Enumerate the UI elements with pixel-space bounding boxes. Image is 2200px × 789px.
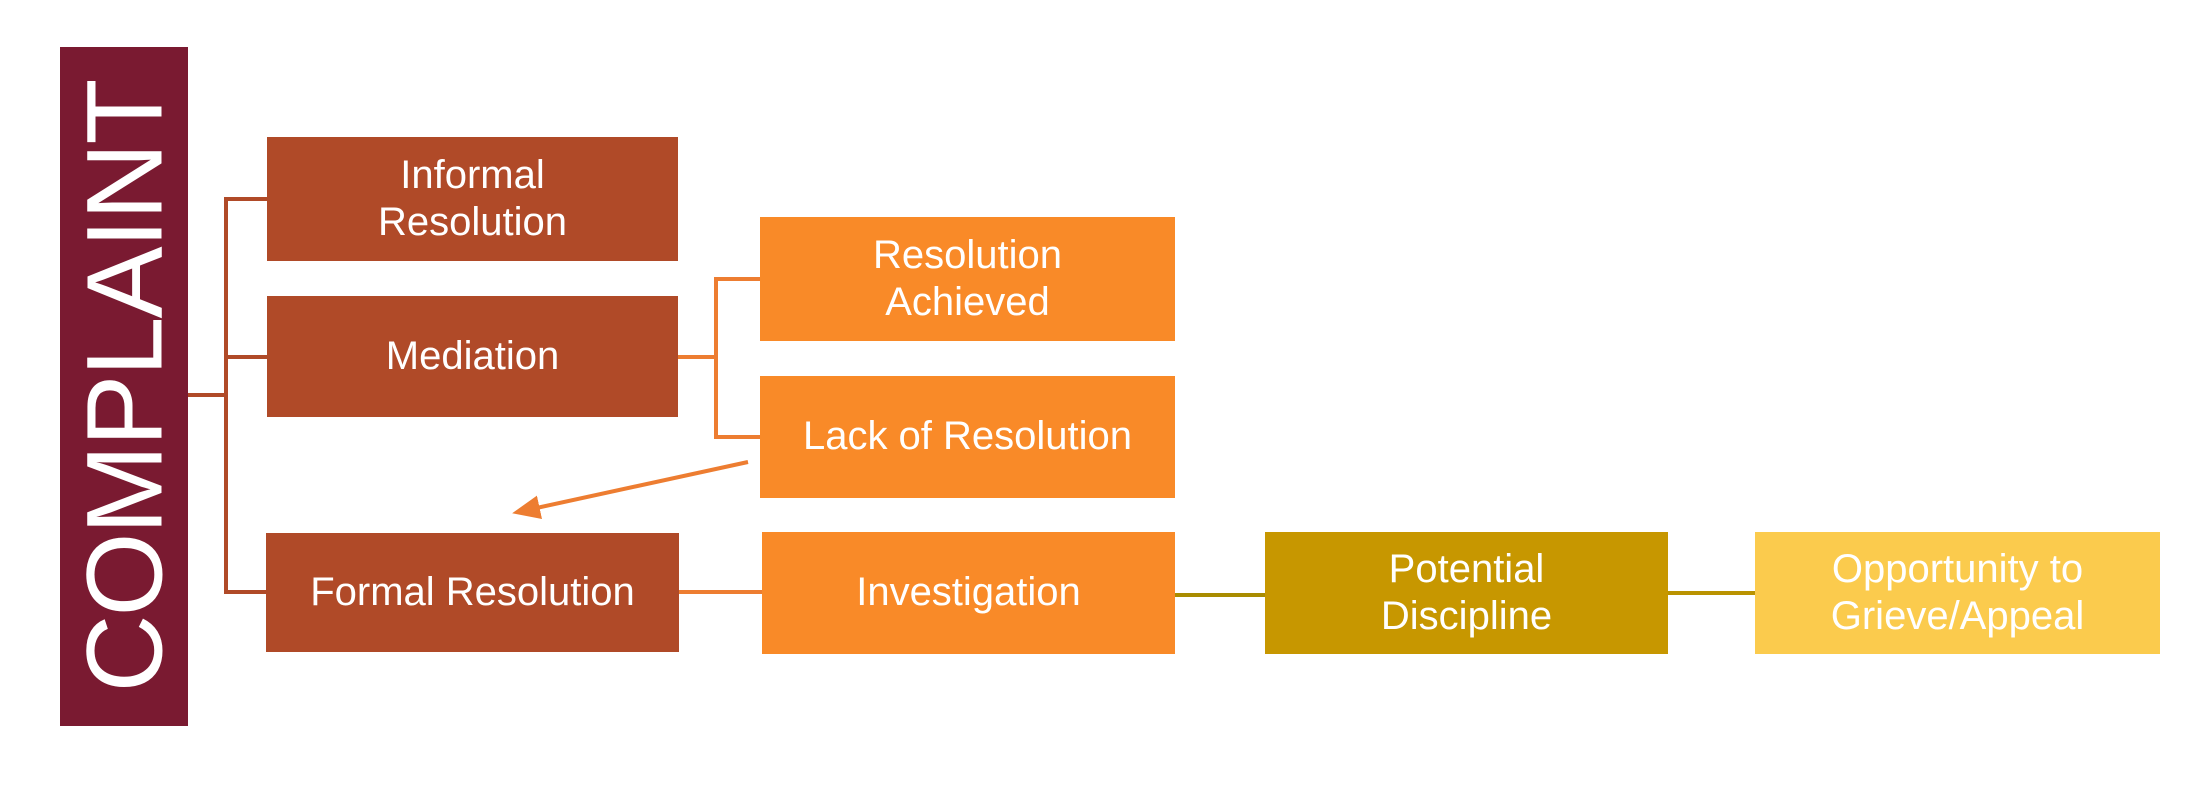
node-label: Informal Resolution bbox=[377, 152, 567, 244]
node-informal-resolution: Informal Resolution bbox=[267, 137, 678, 261]
connector-mediation-resachieved bbox=[714, 277, 760, 281]
node-label: Investigation bbox=[856, 570, 1081, 615]
connector-complaint-formal bbox=[224, 590, 267, 594]
node-label: Opportunity to Grieve/Appeal bbox=[1830, 546, 2085, 638]
connector-mediation-lackres bbox=[714, 435, 760, 439]
connector-complaint-informal bbox=[224, 197, 267, 201]
connector-complaint-branch bbox=[224, 197, 228, 594]
connector-investigation-potential bbox=[1175, 593, 1265, 597]
node-investigation: Investigation bbox=[762, 532, 1175, 654]
connector-complaint-feed bbox=[188, 393, 226, 397]
connector-mediation-feed bbox=[678, 355, 718, 359]
node-formal-resolution: Formal Resolution bbox=[266, 533, 679, 652]
connector-complaint-mediation bbox=[224, 355, 267, 359]
node-label: Resolution Achieved bbox=[872, 232, 1062, 324]
connector-formal-investigation bbox=[679, 590, 762, 594]
node-complaint: COMPLAINT bbox=[60, 47, 188, 726]
node-mediation: Mediation bbox=[267, 296, 678, 417]
node-label: Mediation bbox=[385, 333, 560, 378]
complaint-label: COMPLAINT bbox=[63, 80, 185, 693]
node-potential-discipline: Potential Discipline bbox=[1265, 532, 1668, 654]
node-lack-of-resolution: Lack of Resolution bbox=[760, 376, 1175, 498]
node-label: Lack of Resolution bbox=[802, 414, 1133, 459]
node-opportunity-grieve-appeal: Opportunity to Grieve/Appeal bbox=[1755, 532, 2160, 654]
connector-mediation-branch bbox=[714, 277, 718, 439]
node-label: Potential Discipline bbox=[1380, 546, 1553, 638]
connector-potential-opportunity bbox=[1668, 591, 1755, 595]
node-label: Formal Resolution bbox=[310, 569, 635, 614]
node-resolution-achieved: Resolution Achieved bbox=[760, 217, 1175, 341]
